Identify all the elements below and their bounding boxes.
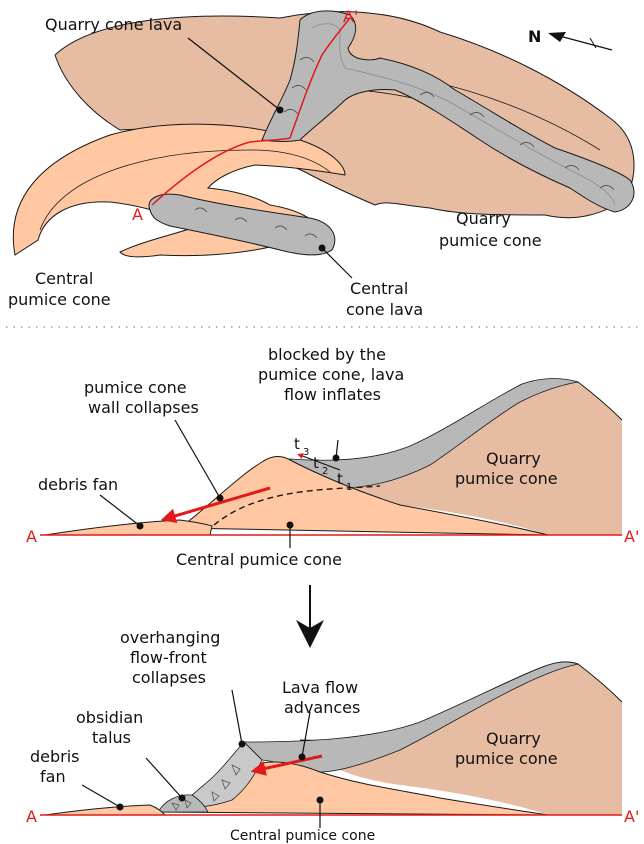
debris-label-s2-2: fan (40, 767, 66, 786)
dot-advance (299, 754, 306, 761)
s2-central-label: Central pumice cone (230, 828, 375, 844)
section-start-label: A (132, 205, 143, 224)
s2-section-end: A' (624, 807, 639, 826)
map-central-lava-label-2: cone lava (346, 300, 423, 319)
t2-label: t (313, 454, 319, 472)
wall-label-2: wall collapses (88, 398, 199, 417)
map-central-label-1: Central (35, 269, 93, 288)
leader-talus (146, 758, 182, 798)
leader-debris-s2 (82, 785, 120, 807)
talus-label-2: talus (92, 728, 131, 747)
leader-central-lava (322, 248, 352, 278)
overhang-label-2: flow-front (130, 648, 207, 667)
s2-quarry-label-1: Quarry (486, 729, 541, 748)
leader-overhang (232, 690, 242, 744)
north-arrow-icon: N (528, 27, 612, 50)
t3-sub: 3 (303, 447, 309, 458)
north-label: N (528, 27, 541, 46)
dot-central-s2 (317, 797, 324, 804)
leader-wall (175, 420, 220, 498)
advance-label-2: advances (284, 698, 360, 717)
dot-wall (217, 495, 224, 502)
debris-fan-s2 (45, 805, 165, 815)
overhang-label-1: overhanging (120, 628, 220, 647)
t2-sub: 2 (322, 466, 328, 477)
advance-label-1: Lava flow (282, 678, 358, 697)
dot-central (287, 522, 294, 529)
map-quarry-label-2: pumice cone (439, 231, 542, 250)
section-1: blocked by the pumice cone, lava flow in… (26, 345, 639, 569)
map-central-label-2: pumice cone (8, 290, 111, 309)
wall-label-1: pumice cone (84, 378, 187, 397)
section-end-label: A' (343, 7, 358, 26)
dot-talus (179, 795, 186, 802)
blocked-label-2: pumice cone, lava (258, 365, 404, 384)
section-2: overhanging flow-front collapses Lava fl… (26, 628, 639, 844)
s1-section-end: A' (624, 527, 639, 546)
s1-central-label: Central pumice cone (176, 550, 342, 569)
t1-label: t (337, 470, 343, 488)
debris-label-s1: debris fan (38, 475, 118, 494)
debris-label-s2-1: debris (30, 747, 80, 766)
talus-label-1: obsidian (76, 708, 143, 727)
leader-debris (100, 495, 140, 526)
quarry-lava-label: Quarry cone lava (45, 15, 182, 34)
s1-quarry-label-1: Quarry (486, 449, 541, 468)
t3-label: t (294, 435, 300, 453)
dot-debris-s2 (117, 804, 124, 811)
map-quarry-label-1: Quarry (456, 209, 511, 228)
map-view: Quarry cone lava A' A N Quarry pumice co… (8, 7, 634, 319)
leader-dot-2 (319, 245, 326, 252)
map-central-lava-label-1: Central (350, 279, 408, 298)
t1-sub: 1 (346, 482, 352, 493)
s1-quarry-label-2: pumice cone (455, 469, 558, 488)
debris-fan-s1 (45, 520, 212, 535)
dot-overhang (239, 741, 246, 748)
s2-quarry-label-2: pumice cone (455, 749, 558, 768)
dot-blocked (333, 455, 340, 462)
blocked-label-3: flow inflates (284, 385, 381, 404)
s2-section-start: A (26, 807, 37, 826)
blocked-label-1: blocked by the (268, 345, 386, 364)
overhang-label-3: collapses (132, 668, 206, 687)
dot-debris (137, 523, 144, 530)
down-arrow-icon (296, 585, 324, 648)
leader-dot (277, 107, 284, 114)
s1-section-start: A (26, 527, 37, 546)
